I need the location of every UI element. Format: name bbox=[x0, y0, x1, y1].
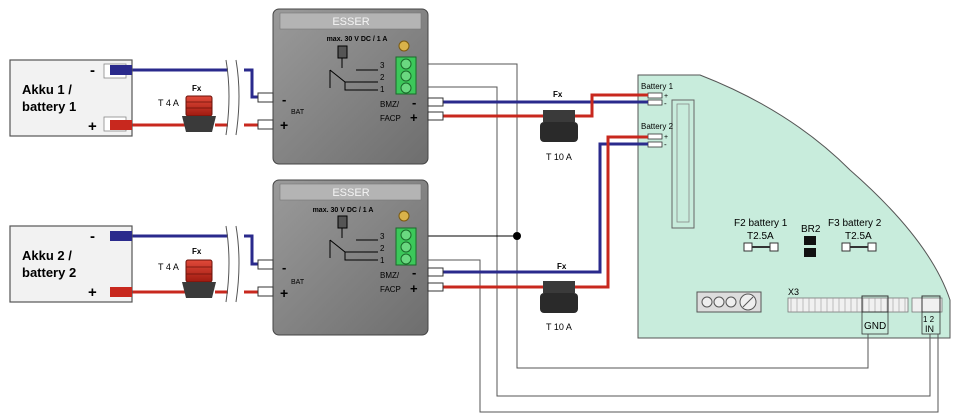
battery-2-minus: - bbox=[90, 228, 95, 245]
br2-jumper-top bbox=[804, 236, 816, 245]
line-fuse-1-rating: T 10 A bbox=[546, 152, 572, 162]
module-2-rating: max. 30 V DC / 1 A bbox=[313, 207, 374, 214]
wire-break-marks bbox=[225, 59, 240, 303]
battery-2-label-line2: battery 2 bbox=[22, 265, 76, 280]
battery-1-label-line1: Akku 1 / bbox=[22, 82, 72, 97]
battery-fuse-1-rating: T 4 A bbox=[158, 98, 179, 108]
battery-1-minus: - bbox=[90, 62, 95, 79]
line-fuse-1: Fx T 10 A bbox=[540, 90, 578, 162]
f2-rating: T2.5A bbox=[747, 231, 774, 242]
line-fuse-1-name: Fx bbox=[553, 90, 563, 99]
in-numbers: 1 2 bbox=[923, 315, 935, 324]
module-1-out-label-1: BMZ/ bbox=[380, 100, 400, 109]
module-1-out-label-2: FACP bbox=[380, 114, 401, 123]
module-2-out-minus: - bbox=[412, 265, 416, 280]
f3-label: F3 battery 2 bbox=[828, 218, 882, 229]
fire-panel-board: Battery 1 + - Battery 2 + - F2 battery 1… bbox=[637, 74, 951, 339]
line-fuse-2-rating: T 10 A bbox=[546, 322, 572, 332]
module-2-brand: ESSER bbox=[332, 187, 369, 199]
module-2-term-3: 3 bbox=[380, 232, 385, 241]
module-1-term-2: 2 bbox=[380, 73, 385, 82]
module-1-term-1: 1 bbox=[380, 85, 385, 94]
module-2-out-label-2: FACP bbox=[380, 285, 401, 294]
battery-2-plus: + bbox=[88, 284, 97, 301]
module-1-term-3: 3 bbox=[380, 61, 385, 70]
signal-wires bbox=[416, 63, 939, 413]
f2-label: F2 battery 1 bbox=[734, 218, 788, 229]
junction-node bbox=[513, 232, 521, 240]
module-1-bat-label: BAT bbox=[291, 109, 305, 116]
panel-b1-plus: + bbox=[664, 93, 668, 100]
battery-fuse-1: Fx T 4 A bbox=[158, 84, 216, 132]
panel-b2-minus: - bbox=[664, 140, 667, 149]
battery-1: Akku 1 / battery 1 - + bbox=[9, 59, 133, 137]
battery-fuse-2-rating: T 4 A bbox=[158, 262, 179, 272]
line-fuse-2-name: Fx bbox=[557, 262, 567, 271]
line-fuse-2: Fx T 10 A bbox=[540, 262, 578, 332]
br2-label: BR2 bbox=[801, 224, 821, 235]
panel-battery2-label: Battery 2 bbox=[641, 122, 674, 131]
battery-1-plus: + bbox=[88, 118, 97, 135]
in-connector bbox=[911, 295, 943, 313]
battery-2: Akku 2 / battery 2 - + bbox=[9, 225, 133, 303]
module-2-term-1: 1 bbox=[380, 256, 385, 265]
module-2-bat-label: BAT bbox=[291, 279, 305, 286]
battery-1-label-line2: battery 1 bbox=[22, 99, 76, 114]
panel-battery1-label: Battery 1 bbox=[641, 82, 674, 91]
battery-fuse-2-name: Fx bbox=[192, 247, 202, 256]
battery-fuse-2: Fx T 4 A bbox=[158, 247, 216, 298]
esser-module-1: ESSER max. 30 V DC / 1 A 3 2 1 - BAT + B… bbox=[257, 8, 444, 165]
module-1-out-plus: + bbox=[410, 110, 418, 125]
module-2-term-2: 2 bbox=[380, 244, 385, 253]
f3-fuse bbox=[841, 242, 877, 252]
module-2-bat-plus: + bbox=[280, 285, 288, 301]
module-2-bat-minus: - bbox=[282, 260, 286, 275]
battery-2-label-line1: Akku 2 / bbox=[22, 248, 72, 263]
in-label: IN bbox=[925, 324, 934, 334]
module-1-out-minus: - bbox=[412, 95, 416, 110]
module-1-bat-minus: - bbox=[282, 92, 286, 107]
power-wires bbox=[132, 68, 648, 294]
f2-fuse bbox=[743, 242, 779, 252]
x3-connector bbox=[787, 295, 909, 313]
gnd-label: GND bbox=[864, 321, 886, 332]
f3-rating: T2.5A bbox=[845, 231, 872, 242]
module-1-rating: max. 30 V DC / 1 A bbox=[327, 36, 388, 43]
module-1-brand: ESSER bbox=[332, 16, 369, 28]
x3-label: X3 bbox=[788, 287, 799, 297]
panel-b1-minus: - bbox=[664, 99, 667, 108]
panel-screw-terminals bbox=[696, 291, 762, 313]
module-2-out-plus: + bbox=[410, 281, 418, 296]
module-1-bat-plus: + bbox=[280, 117, 288, 133]
battery-fuse-1-name: Fx bbox=[192, 84, 202, 93]
esser-module-2: ESSER max. 30 V DC / 1 A 3 2 1 - BAT + B… bbox=[257, 179, 444, 336]
module-2-out-label-1: BMZ/ bbox=[380, 271, 400, 280]
panel-b2-plus: + bbox=[664, 134, 668, 141]
br2-jumper-bottom bbox=[804, 248, 816, 257]
